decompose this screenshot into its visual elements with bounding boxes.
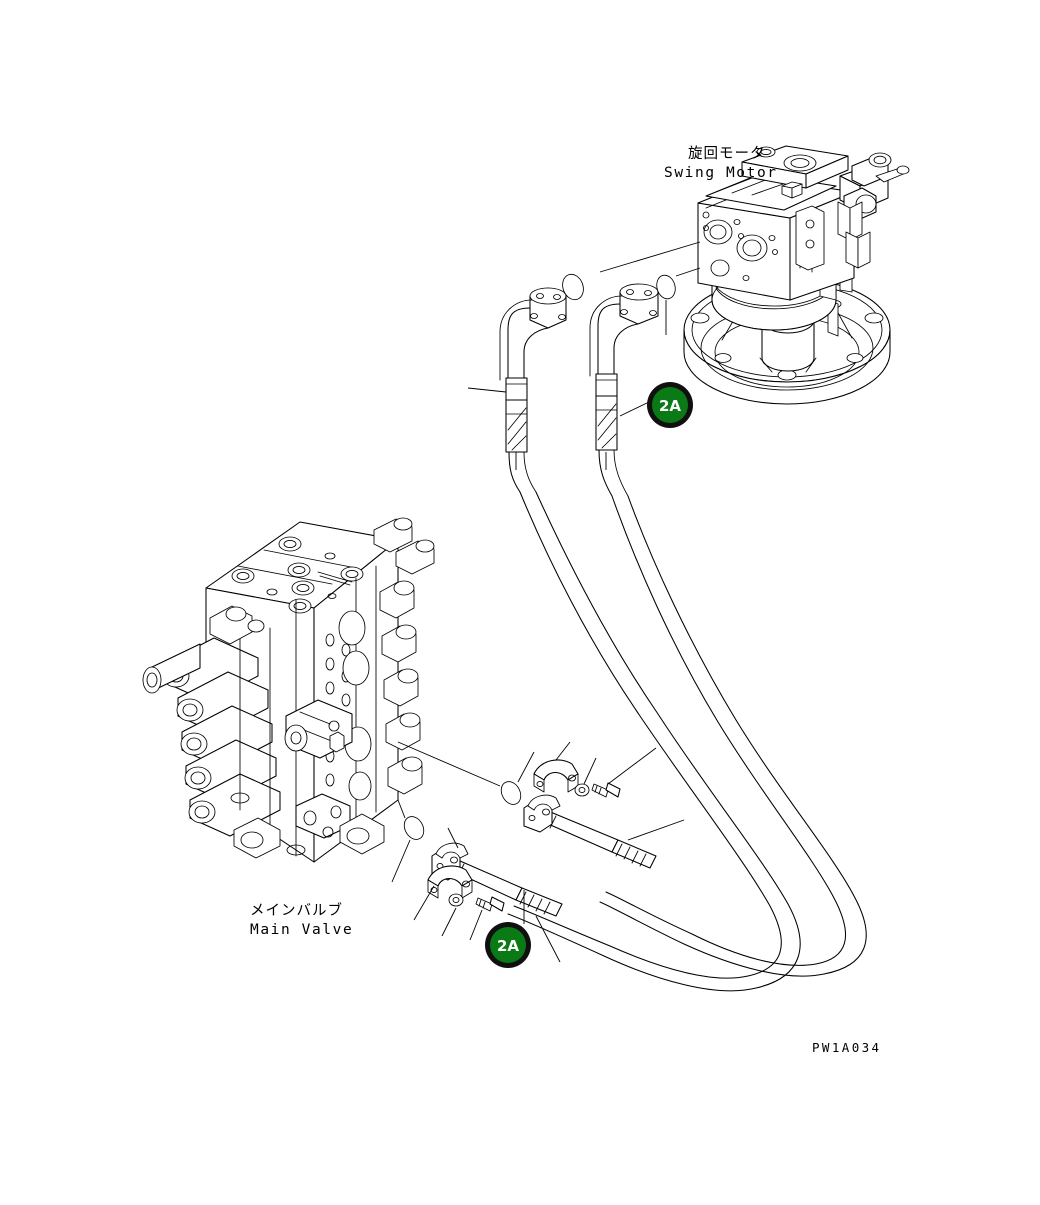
drawing-number: PW1A034 [812,1040,881,1055]
swing-motor-label-jp: 旋回モータ [688,145,766,162]
callout-lower-text: 2A [497,937,519,955]
label-swing-motor: 旋回モータ Swing Motor [664,145,778,181]
main-valve-block [142,517,435,863]
swing-motor-assembly [683,145,910,405]
callout-upper-text: 2A [659,397,681,415]
swing-motor-manifold [795,152,910,273]
label-main-valve: メインバルブ Main Valve [250,901,353,938]
callout-upper[interactable]: 2A [647,382,693,428]
leader-lines [391,241,701,963]
hose-upper-right [589,283,659,497]
hose-loop-inner [507,491,801,992]
main-valve-label-jp: メインバルブ [250,901,343,919]
callout-upper-disc [652,387,688,423]
valve-right-fittings [355,565,423,823]
callout-lower[interactable]: 2A [485,922,531,968]
swing-motor-label-en: Swing Motor [664,165,778,181]
hose-end-upper [523,759,657,869]
hydraulic-hoses [427,283,867,992]
hose-end-lower [427,842,563,917]
valve-spool-ports [142,637,281,837]
callout-lower-disc [490,927,526,963]
hose-loop-outer [599,495,867,977]
main-valve-label-en: Main Valve [250,922,353,938]
hose-upper-left [499,287,567,493]
